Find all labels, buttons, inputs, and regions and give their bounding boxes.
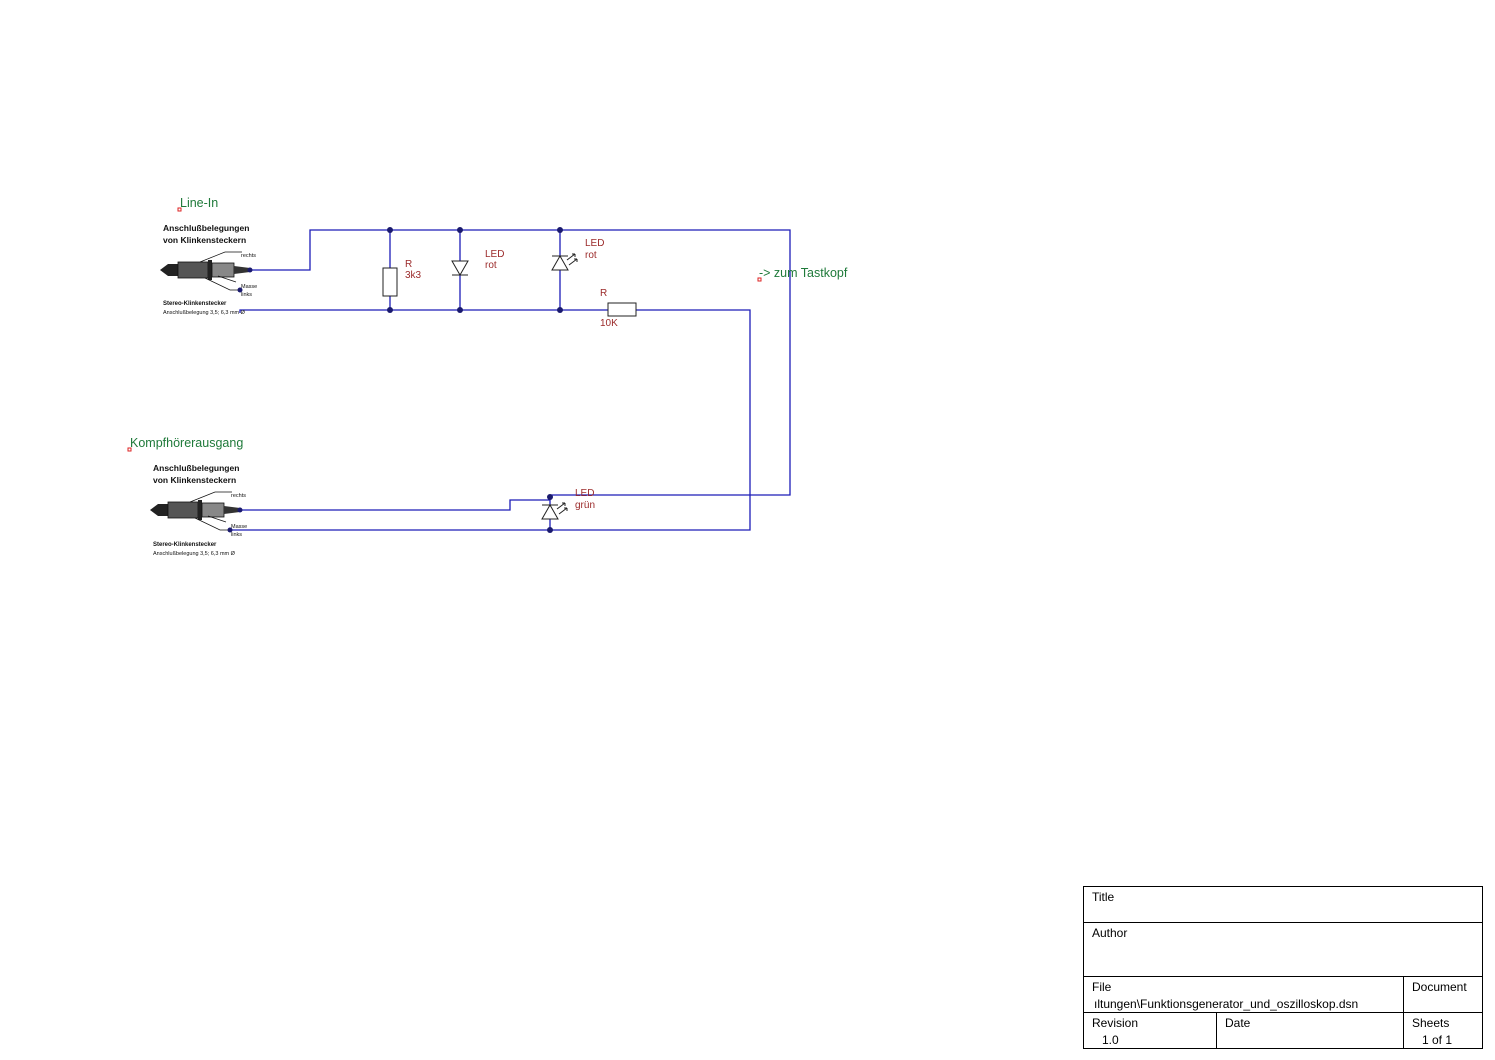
file-value: ıltungen\Funktionsgenerator_und_oszillos… <box>1094 997 1359 1011</box>
jack-title-1: Anschlußbelegungen <box>163 223 249 233</box>
jack-picture-headphone[interactable]: Anschlußbelegungen von Klinkensteckern r… <box>150 463 247 557</box>
junction-dot <box>457 307 463 313</box>
jack-pin-ground: Masse <box>241 284 257 290</box>
resistor-r1[interactable]: R 3k3 <box>382 259 422 297</box>
jack-pin-dot <box>237 507 243 513</box>
led2-value: rot <box>585 250 597 261</box>
led1-ref: LED <box>485 249 504 260</box>
jack-pin-dot <box>247 267 253 273</box>
jack-pin-dot <box>237 287 243 293</box>
led3-ref: LED <box>575 488 594 499</box>
sheets-cell[interactable]: Sheets 1 of 1 <box>1404 1013 1482 1048</box>
revision-label: Revision <box>1092 1016 1139 1030</box>
jack-pin-dot <box>227 527 233 533</box>
jack-title-1: Anschlußbelegungen <box>153 463 239 473</box>
wire-ground-rail-upper <box>239 309 608 313</box>
date-cell[interactable]: Date <box>1217 1013 1404 1048</box>
port-probe-label: -> zum Tastkopf <box>759 266 848 280</box>
diode-triangle <box>451 260 469 277</box>
port-headphone-label: Kompfhörerausgang <box>130 436 243 450</box>
r1-value: 3k3 <box>405 270 422 281</box>
jack-pin-ground: Masse <box>231 524 247 530</box>
jack-title-2: von Klinkensteckern <box>163 235 246 245</box>
port-line-in[interactable]: Line-In <box>177 196 218 212</box>
title-label: Title <box>1092 890 1115 904</box>
file-cell[interactable]: File ıltungen\Funktionsgenerator_und_osz… <box>1084 977 1404 1013</box>
wire-r10k-out <box>230 309 751 531</box>
wire-top-rail <box>250 229 791 496</box>
light-arrow-icon <box>556 502 568 515</box>
port-headphone-out[interactable]: Kompfhörerausgang <box>127 436 243 452</box>
jack-picture-line-in[interactable]: Anschlußbelegungen von Klinkensteckern r… <box>160 223 257 316</box>
title-block: Title Author File ıltungen\Funktionsgene… <box>1083 886 1483 1049</box>
revision-value: 1.0 <box>1102 1033 1119 1047</box>
document-label: Document <box>1412 980 1467 994</box>
r2-ref: R <box>600 288 607 299</box>
light-arrow-icon <box>566 253 578 266</box>
date-label: Date <box>1225 1016 1251 1030</box>
led3-value: grün <box>575 500 595 511</box>
sheets-label: Sheets <box>1412 1016 1450 1030</box>
resistor-r2[interactable]: R 10K <box>600 288 637 329</box>
resistor-body <box>607 302 637 317</box>
port-probe[interactable]: -> zum Tastkopf <box>757 266 848 282</box>
document-cell[interactable]: Document <box>1404 977 1482 1013</box>
wire-headphone-signal <box>240 499 551 530</box>
r1-ref: R <box>405 259 412 270</box>
led2-ref: LED <box>585 238 604 249</box>
jack-title-2: von Klinkensteckern <box>153 475 236 485</box>
title-cell[interactable]: Title <box>1084 887 1482 923</box>
jack-caption-2: Anschlußbelegung 3,5; 6,3 mm Ø <box>153 551 236 557</box>
diode-triangle <box>541 503 559 520</box>
junction-dot <box>547 494 553 500</box>
port-marker <box>177 207 182 212</box>
jack-caption-2: Anschlußbelegung 3,5; 6,3 mm Ø <box>163 310 246 316</box>
junction-dot <box>547 527 553 533</box>
jack-pin-left: links <box>231 532 242 538</box>
wires <box>230 229 791 531</box>
led-3[interactable]: LED grün <box>541 488 595 520</box>
diode-triangle <box>551 254 569 271</box>
port-marker <box>757 277 762 282</box>
junction-dot <box>557 227 563 233</box>
jack-pin-left: links <box>241 292 252 298</box>
port-marker <box>127 447 132 452</box>
junction-dot <box>387 307 393 313</box>
junction-dot <box>387 227 393 233</box>
led-1[interactable]: LED rot <box>451 249 504 277</box>
led-2[interactable]: LED rot <box>551 238 604 271</box>
jack-caption-1: Stereo-Klinkenstecker <box>153 542 217 548</box>
jack-plug-icon <box>160 251 250 291</box>
led1-value: rot <box>485 260 497 271</box>
jack-caption-1: Stereo-Klinkenstecker <box>163 301 227 307</box>
junction-dot <box>457 227 463 233</box>
jack-pin-right: rechts <box>231 493 246 499</box>
junction-dot <box>557 307 563 313</box>
jack-plug-icon <box>150 491 240 531</box>
port-line-in-label: Line-In <box>180 196 218 210</box>
jack-pin-right: rechts <box>241 253 256 259</box>
r2-value: 10K <box>600 318 618 329</box>
junctions <box>387 227 563 533</box>
resistor-body <box>382 267 398 297</box>
sheets-value: 1 of 1 <box>1422 1033 1453 1047</box>
author-cell[interactable]: Author <box>1084 923 1482 977</box>
file-label: File <box>1092 980 1112 994</box>
revision-cell[interactable]: Revision 1.0 <box>1084 1013 1217 1048</box>
author-label: Author <box>1092 926 1128 940</box>
